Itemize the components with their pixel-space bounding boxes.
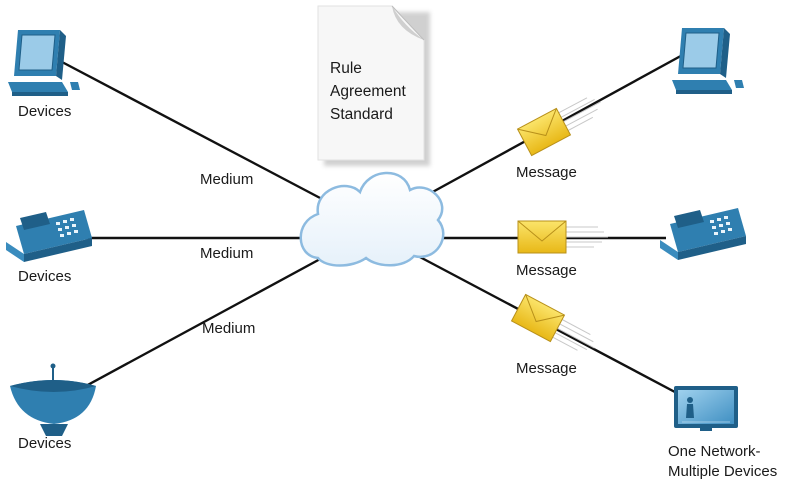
network-cloud-icon [299,171,445,267]
envelope-icon [517,220,608,254]
ip-phone-icon [6,210,92,262]
tv-label-line-2: Multiple Devices [668,463,778,480]
document-text: Rule Agreement Standard [330,57,406,126]
tv-label-line-1: One Network- [668,443,761,460]
device-label-computer: Devices [18,103,72,120]
medium-label-middle: Medium [200,245,254,262]
medium-label-top: Medium [200,171,254,188]
device-label-phone: Devices [18,268,72,285]
document-line-standard: Standard [330,106,393,123]
message-label-middle: Message [516,262,577,279]
medium-label-bottom: Medium [202,320,256,337]
message-label-top: Message [516,164,577,181]
tv-screen-icon [674,386,738,431]
ip-phone-icon [660,208,746,260]
document-page-icon [317,5,430,166]
desktop-computer-icon [672,28,744,94]
link-line-top-left [61,60,323,201]
satellite-dish-icon [10,363,96,436]
link-line-bottom-left [83,256,323,389]
device-label-satellite: Devices [18,435,72,452]
message-label-bottom: Message [516,360,577,377]
document-line-agreement: Agreement [330,83,406,100]
desktop-computer-icon [8,30,80,96]
document-line-rule: Rule [330,60,362,77]
envelope-icon [516,97,601,157]
envelope-icon [510,293,595,351]
